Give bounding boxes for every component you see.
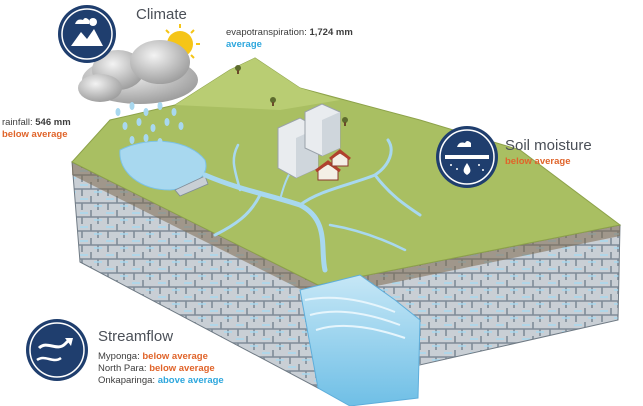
site-status: below average — [149, 363, 215, 374]
houses — [315, 149, 351, 181]
site-status: above average — [157, 375, 224, 386]
river-outflow — [299, 274, 421, 406]
climate-icon — [57, 4, 117, 64]
site-name: Myponga: — [98, 351, 140, 362]
evapotranspiration-label: evapotranspiration: — [226, 27, 307, 38]
evapotranspiration-readout: evapotranspiration: 1,724 mm average — [226, 27, 353, 51]
site-name: North Para: — [98, 363, 147, 374]
site-name: Onkaparinga: — [98, 375, 156, 386]
soil-moisture-status: below average — [505, 156, 571, 167]
streamflow-title: Streamflow — [98, 328, 174, 345]
river-network — [202, 138, 422, 273]
rainfall-label: rainfall: — [2, 117, 33, 128]
evapotranspiration-value: 1,724 mm — [309, 27, 353, 38]
raindrops — [115, 102, 184, 146]
soil-moisture-title: Soil moisture — [505, 137, 592, 154]
rainfall-value: 546 mm — [35, 117, 71, 128]
rainfall-readout: rainfall: 546 mm below average — [2, 117, 71, 141]
city-buildings — [277, 103, 341, 179]
evapotranspiration-status: average — [226, 39, 262, 50]
streamflow-icon — [25, 318, 89, 382]
rainfall-status: below average — [2, 129, 68, 140]
site-status: below average — [142, 351, 208, 362]
climate-title: Climate — [136, 6, 187, 23]
streamflow-site-row: Myponga: below average — [98, 351, 224, 363]
trees — [235, 65, 348, 126]
streamflow-site-row: North Para: below average — [98, 363, 224, 375]
streamflow-sites: Myponga: below average North Para: below… — [98, 351, 224, 387]
streamflow-site-row: Onkaparinga: above average — [98, 375, 224, 387]
soil-moisture-icon — [435, 125, 499, 189]
rain-cloud-icon — [78, 40, 198, 104]
